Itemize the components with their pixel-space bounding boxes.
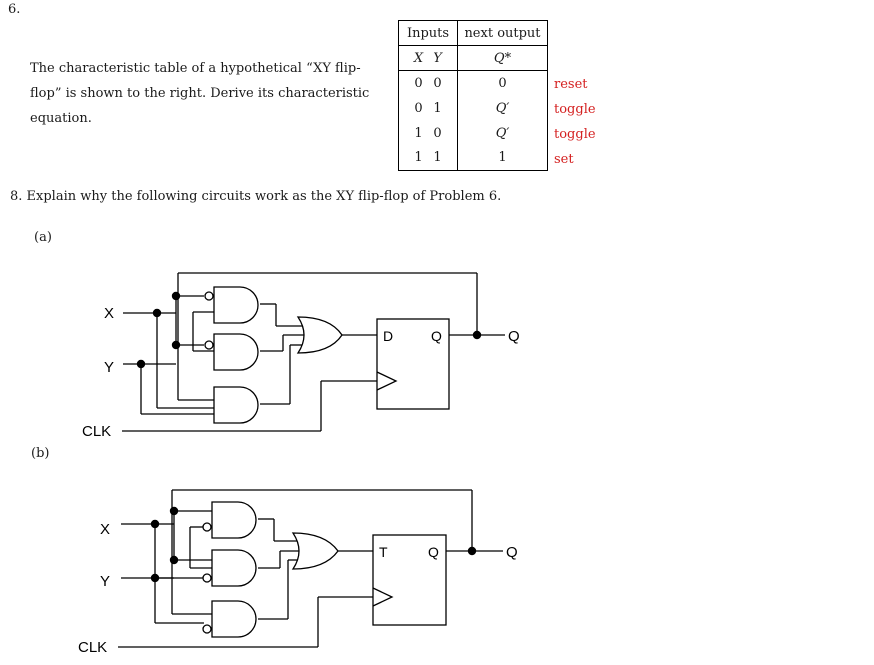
- clock-triangle: [372, 587, 394, 607]
- junction-dot: [171, 291, 181, 301]
- and-gate: [211, 600, 257, 638]
- circuit-a-junctions: [136, 291, 482, 369]
- cell-x: 0: [414, 75, 423, 91]
- and-gate: [211, 501, 257, 539]
- header-x: X: [413, 50, 424, 66]
- and-gate: [213, 333, 259, 371]
- and-gate: [211, 549, 257, 587]
- junction-dot: [467, 546, 477, 556]
- circuit-a-inverters: [204, 291, 214, 350]
- circuit-b-wires: [118, 489, 503, 648]
- ff-q-pin: Q: [431, 328, 442, 344]
- annotation-toggle: toggle: [554, 102, 596, 117]
- circuit-a-or-gate: [296, 316, 343, 354]
- cell-y: 1: [433, 100, 442, 116]
- ff-q-pin: Q: [428, 544, 439, 560]
- input-clk-label: CLK: [78, 639, 107, 656]
- and-gate: [213, 386, 259, 424]
- inversion-bubble: [204, 340, 214, 350]
- inversion-bubble: [202, 624, 212, 634]
- ff-t-pin: T: [379, 544, 388, 560]
- part-a-label: (a): [34, 230, 52, 245]
- annotation-reset: reset: [554, 77, 588, 92]
- cell-x: 0: [414, 100, 423, 116]
- circuit-b-and-gates: [211, 501, 257, 638]
- problem-8-text: 8. Explain why the following circuits wo…: [10, 189, 502, 204]
- problem-6-text: The characteristic table of a hypothetic…: [30, 56, 369, 131]
- input-x-label: X: [104, 305, 114, 322]
- annotation-toggle: toggle: [554, 127, 596, 142]
- cell-q: 0: [457, 70, 548, 96]
- input-x-label: X: [100, 521, 110, 538]
- circuit-a-and-gates: [213, 286, 259, 424]
- junction-dot: [472, 330, 482, 340]
- circuit-b-t-flipflop: [372, 534, 447, 626]
- cell-q: Q′: [457, 95, 548, 121]
- cell-x: 1: [414, 125, 423, 141]
- cell-y: 1: [433, 150, 442, 166]
- cell-q: 1: [457, 145, 548, 171]
- cell-y: 0: [433, 75, 442, 91]
- annotation-set: set: [554, 152, 574, 167]
- input-y-label: Y: [100, 573, 110, 590]
- junction-dot: [171, 340, 181, 350]
- cell-q: Q′: [457, 120, 548, 146]
- junction-dot: [169, 555, 179, 565]
- cell-y: 0: [433, 125, 442, 141]
- problem-6-number: 6.: [8, 2, 21, 17]
- part-b-label: (b): [31, 446, 50, 461]
- circuit-b-junctions: [150, 506, 477, 583]
- junction-dot: [136, 359, 146, 369]
- problem-6-text-line: equation.: [30, 111, 92, 126]
- input-y-label: Y: [104, 359, 114, 376]
- inversion-bubble: [202, 573, 212, 583]
- problem-6-text-line: The characteristic table of a hypothetic…: [30, 61, 361, 76]
- output-q-label: Q: [506, 544, 518, 561]
- ff-d-pin: D: [383, 328, 393, 344]
- inversion-bubble: [202, 522, 212, 532]
- cell-x: 1: [414, 150, 423, 166]
- circuit-b-or-gate: [291, 532, 339, 570]
- inversion-bubble: [204, 291, 214, 301]
- junction-dot: [169, 506, 179, 516]
- header-q-star: Q*: [457, 45, 548, 71]
- problem-6-text-line: flop” is shown to the right. Derive its …: [30, 86, 370, 101]
- and-gate: [213, 286, 259, 324]
- junction-dot: [152, 308, 162, 318]
- junction-dot: [150, 519, 160, 529]
- output-q-label: Q: [508, 328, 520, 345]
- header-y: Y: [433, 50, 442, 66]
- junction-dot: [150, 573, 160, 583]
- circuit-b-inverters: [202, 522, 212, 634]
- circuit-a-d-flipflop: [376, 318, 450, 410]
- header-inputs: Inputs: [398, 20, 458, 46]
- clock-triangle: [376, 371, 398, 391]
- input-clk-label: CLK: [82, 423, 111, 440]
